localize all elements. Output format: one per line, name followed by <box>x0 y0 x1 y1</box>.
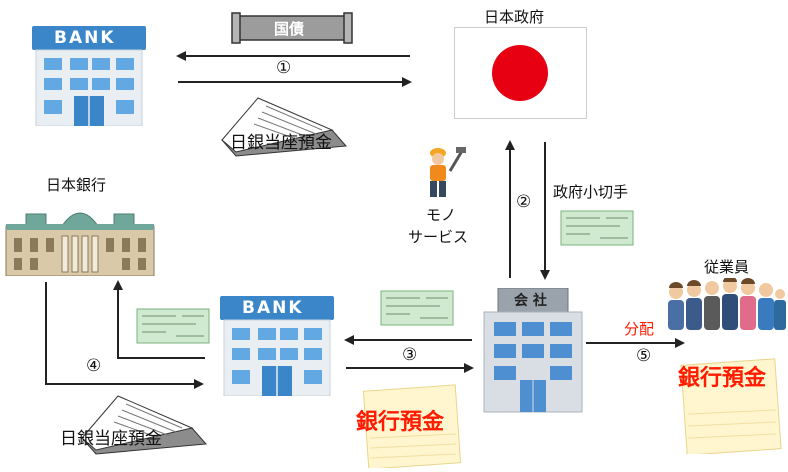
bank-deposit-note-right <box>674 354 784 456</box>
government-check-icon <box>560 210 634 246</box>
arrow-boj-to-bank <box>45 282 204 389</box>
commercial-bank-top: BANK <box>30 26 148 127</box>
employees-label: 従業員 <box>704 258 750 276</box>
boj-current-account-label-top: 日銀当座預金 <box>230 133 332 153</box>
passbook-icon-bottom <box>78 394 210 458</box>
company-building: 会 社 <box>480 287 586 414</box>
passbook-icon-top <box>218 96 350 160</box>
commercial-bank-middle: BANK <box>218 296 336 397</box>
check-icon-left <box>136 308 210 344</box>
bank-sign-middle: BANK <box>242 298 304 318</box>
goods-label: モノ <box>426 206 457 224</box>
japan-government-label: 日本政府 <box>484 8 545 26</box>
employees-group-icon <box>666 276 786 330</box>
bank-of-japan-label: 日本銀行 <box>46 176 107 194</box>
step-3-label: ③ <box>402 345 418 365</box>
bank-sign-top: BANK <box>54 28 116 48</box>
distribution-label: 分配 <box>624 320 655 338</box>
boj-current-account-label-bottom: 日銀当座預金 <box>60 429 162 449</box>
check-icon-center <box>380 290 454 326</box>
bank-deposit-label-right: 銀行預金 <box>678 366 767 391</box>
japan-flag <box>454 27 587 119</box>
step-5-label: ⑤ <box>636 346 652 366</box>
jgb-bond: 国債 <box>230 12 354 44</box>
bank-of-japan-building <box>2 196 158 277</box>
government-check-label: 政府小切手 <box>553 183 629 201</box>
step-4-label: ④ <box>86 356 102 376</box>
jgb-label: 国債 <box>274 20 305 38</box>
step-1-label: ① <box>276 58 292 78</box>
bank-deposit-label-center: 銀行預金 <box>356 410 445 435</box>
company-sign: 会 社 <box>514 293 547 309</box>
bank-deposit-note-center <box>352 380 462 470</box>
services-label: サービス <box>408 228 469 246</box>
step-2-label: ② <box>516 192 532 212</box>
arrow-bank-to-boj <box>113 280 205 359</box>
worker-icon <box>420 145 468 199</box>
